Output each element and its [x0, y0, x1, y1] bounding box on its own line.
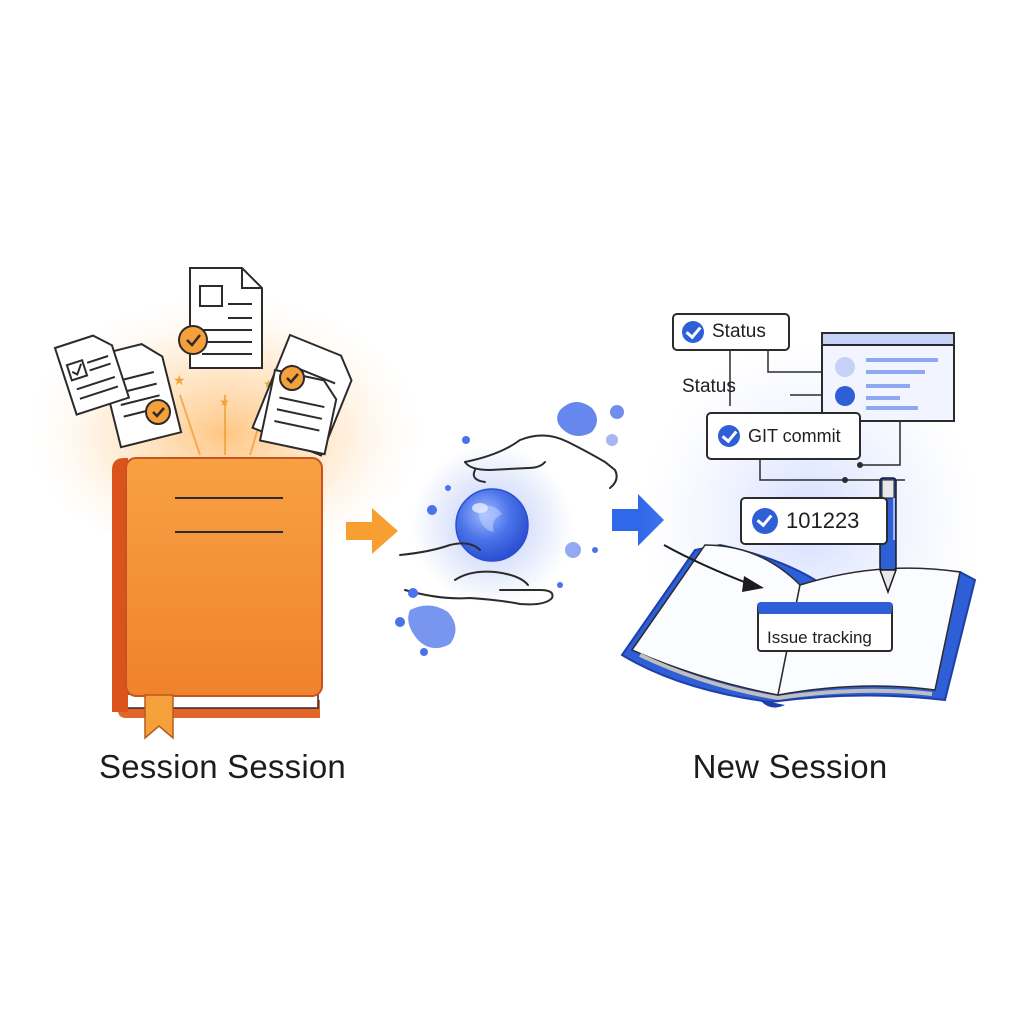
git-commit-tag: GIT commit: [706, 412, 861, 460]
dashboard-window-icon: [821, 332, 955, 422]
book-icon: [112, 457, 323, 718]
check-circle-icon: [178, 325, 208, 355]
document-icon: [189, 267, 263, 369]
hands-icon: [399, 434, 618, 606]
document-icon: [258, 368, 338, 456]
pointer-arrowhead: [742, 576, 764, 592]
svg-text:★: ★: [219, 395, 230, 409]
particles: [395, 401, 624, 656]
pointer-arrow: [663, 544, 753, 586]
left-caption: Session Session: [99, 748, 346, 785]
svg-text:★: ★: [173, 373, 186, 389]
check-circle-icon: [752, 508, 778, 534]
sparkles: ★ ★ ★: [173, 373, 274, 409]
status-label: Status: [682, 376, 736, 397]
svg-text:★: ★: [263, 377, 274, 391]
git-commit-label: GIT commit: [748, 425, 841, 446]
status-tag: Status: [672, 313, 790, 351]
check-circle-icon: [682, 321, 704, 343]
arrow-right-icon: [346, 508, 398, 554]
issue-tracking-label: Issue tracking: [767, 628, 872, 647]
orb-icon: [455, 488, 529, 562]
commit-id-tag: 101223: [740, 497, 888, 545]
check-circle-icon: [145, 399, 171, 425]
issue-tracking-tag: Issue tracking: [757, 602, 893, 652]
check-circle-icon: [718, 425, 740, 447]
commit-id-label: 101223: [786, 508, 860, 533]
check-circle-icon: [279, 365, 305, 391]
document-icon: [53, 334, 131, 416]
status-tag-label: Status: [712, 321, 766, 342]
bookmark-icon: [144, 694, 174, 740]
right-caption: New Session: [692, 748, 888, 785]
